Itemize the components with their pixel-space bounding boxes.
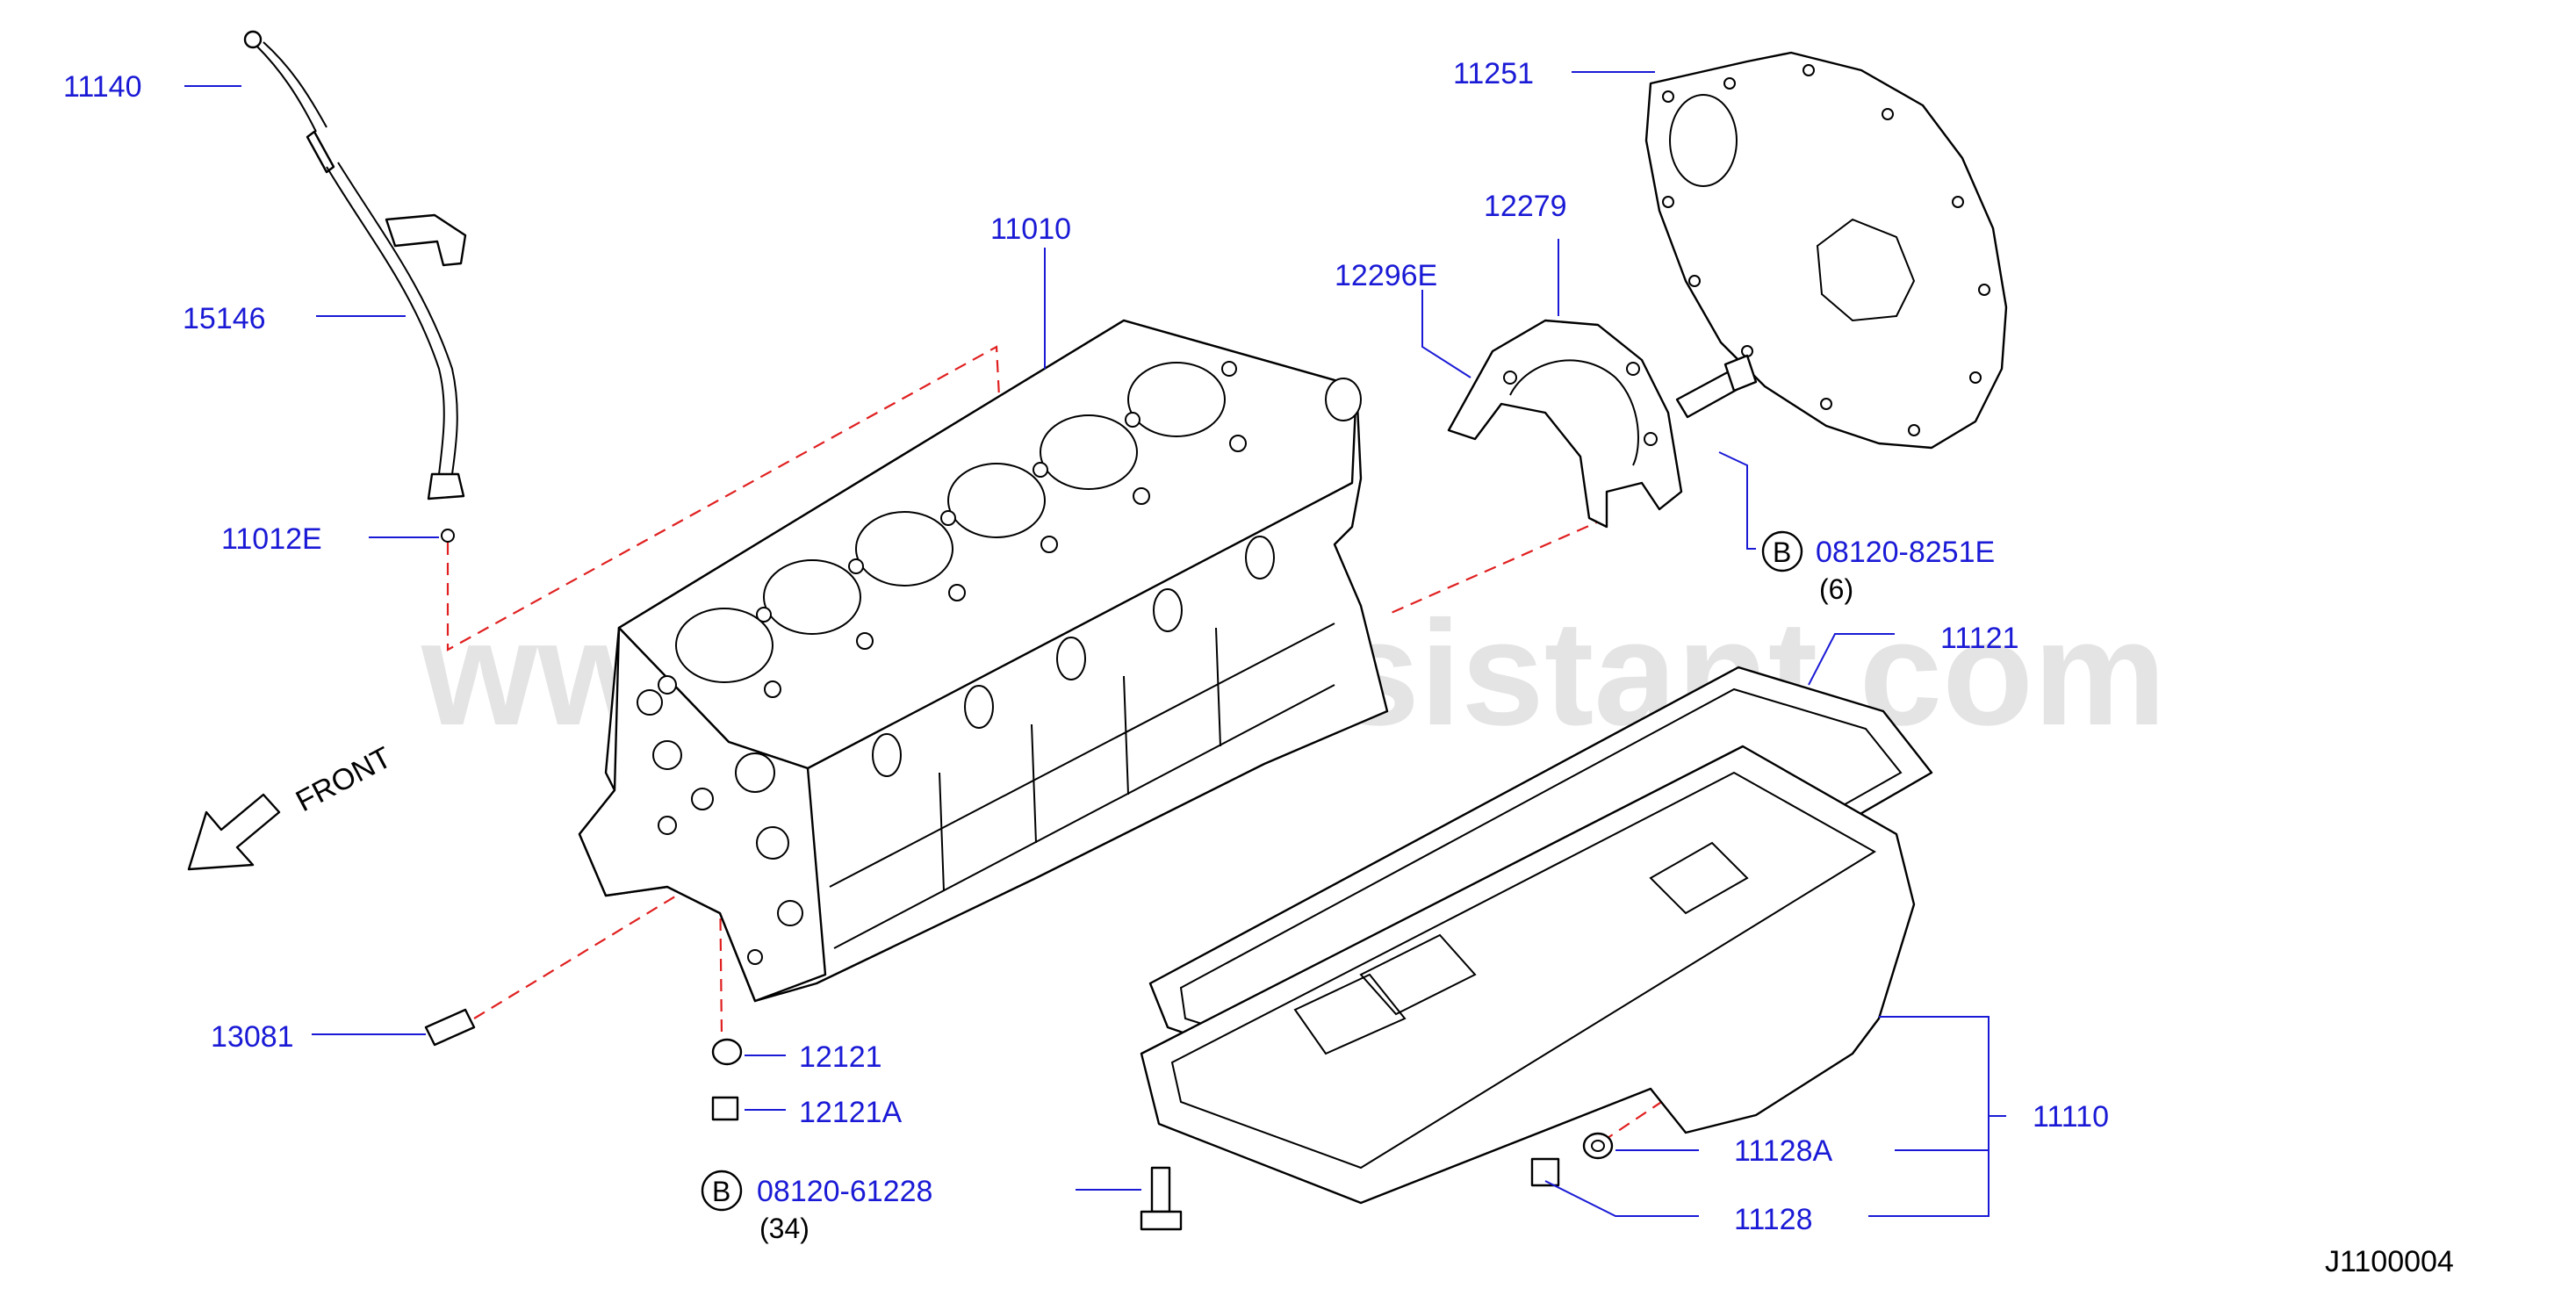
- front-arrow-icon: [187, 793, 281, 871]
- label-12279[interactable]: 12279: [1484, 190, 1567, 223]
- qty-08120-8251e: (6): [1819, 573, 1853, 605]
- label-11110[interactable]: 11110: [2033, 1100, 2109, 1134]
- badge-b-rear-text: B: [1773, 536, 1791, 568]
- washer-11128a[interactable]: [1582, 1132, 1614, 1160]
- label-13081[interactable]: 13081: [211, 1020, 294, 1054]
- label-08120-8251e[interactable]: 08120-8251E: [1816, 536, 1995, 569]
- diagram-id: J1100004: [2325, 1245, 2454, 1278]
- front-direction-indicator: FRONT: [187, 741, 397, 871]
- label-11140[interactable]: 11140: [63, 70, 142, 104]
- oil-pan[interactable]: [1140, 745, 1916, 1205]
- label-11010[interactable]: 11010: [990, 212, 1071, 246]
- badge-b-pan: B: [701, 1170, 743, 1212]
- rear-oil-seal-retainer[interactable]: [1447, 319, 1683, 529]
- drain-plug-13081[interactable]: [424, 1008, 476, 1047]
- label-08120-61228[interactable]: 08120-61228: [757, 1175, 932, 1208]
- leader-lines: [184, 71, 2006, 1217]
- label-11128[interactable]: 11128: [1734, 1203, 1813, 1236]
- pilot-bearing-12121[interactable]: [711, 1038, 743, 1066]
- label-11121[interactable]: 11121: [1940, 622, 2019, 655]
- label-12121[interactable]: 12121: [799, 1040, 882, 1074]
- rear-plate[interactable]: [1644, 51, 2008, 450]
- oil-level-gauge-guide-tube[interactable]: [326, 162, 467, 543]
- cylinder-block[interactable]: [578, 319, 1389, 1003]
- oil-level-gauge[interactable]: [243, 30, 335, 174]
- rear-plate-bolt[interactable]: [1675, 354, 1758, 419]
- label-11128a[interactable]: 11128A: [1734, 1134, 1832, 1168]
- front-label: FRONT: [291, 741, 397, 819]
- drain-plug-11128[interactable]: [1530, 1157, 1560, 1187]
- qty-08120-61228: (34): [759, 1213, 809, 1244]
- label-15146[interactable]: 15146: [183, 302, 266, 335]
- label-12121a[interactable]: 12121A: [799, 1096, 903, 1129]
- badge-b-rear: B: [1761, 530, 1803, 572]
- label-11012e[interactable]: 11012E: [221, 522, 322, 556]
- label-12296e[interactable]: 12296E: [1335, 259, 1437, 292]
- oil-pan-bolt[interactable]: [1140, 1166, 1183, 1231]
- bolt-12121a[interactable]: [711, 1096, 739, 1121]
- badge-b-pan-text: B: [712, 1176, 730, 1207]
- label-11251[interactable]: 11251: [1453, 57, 1534, 90]
